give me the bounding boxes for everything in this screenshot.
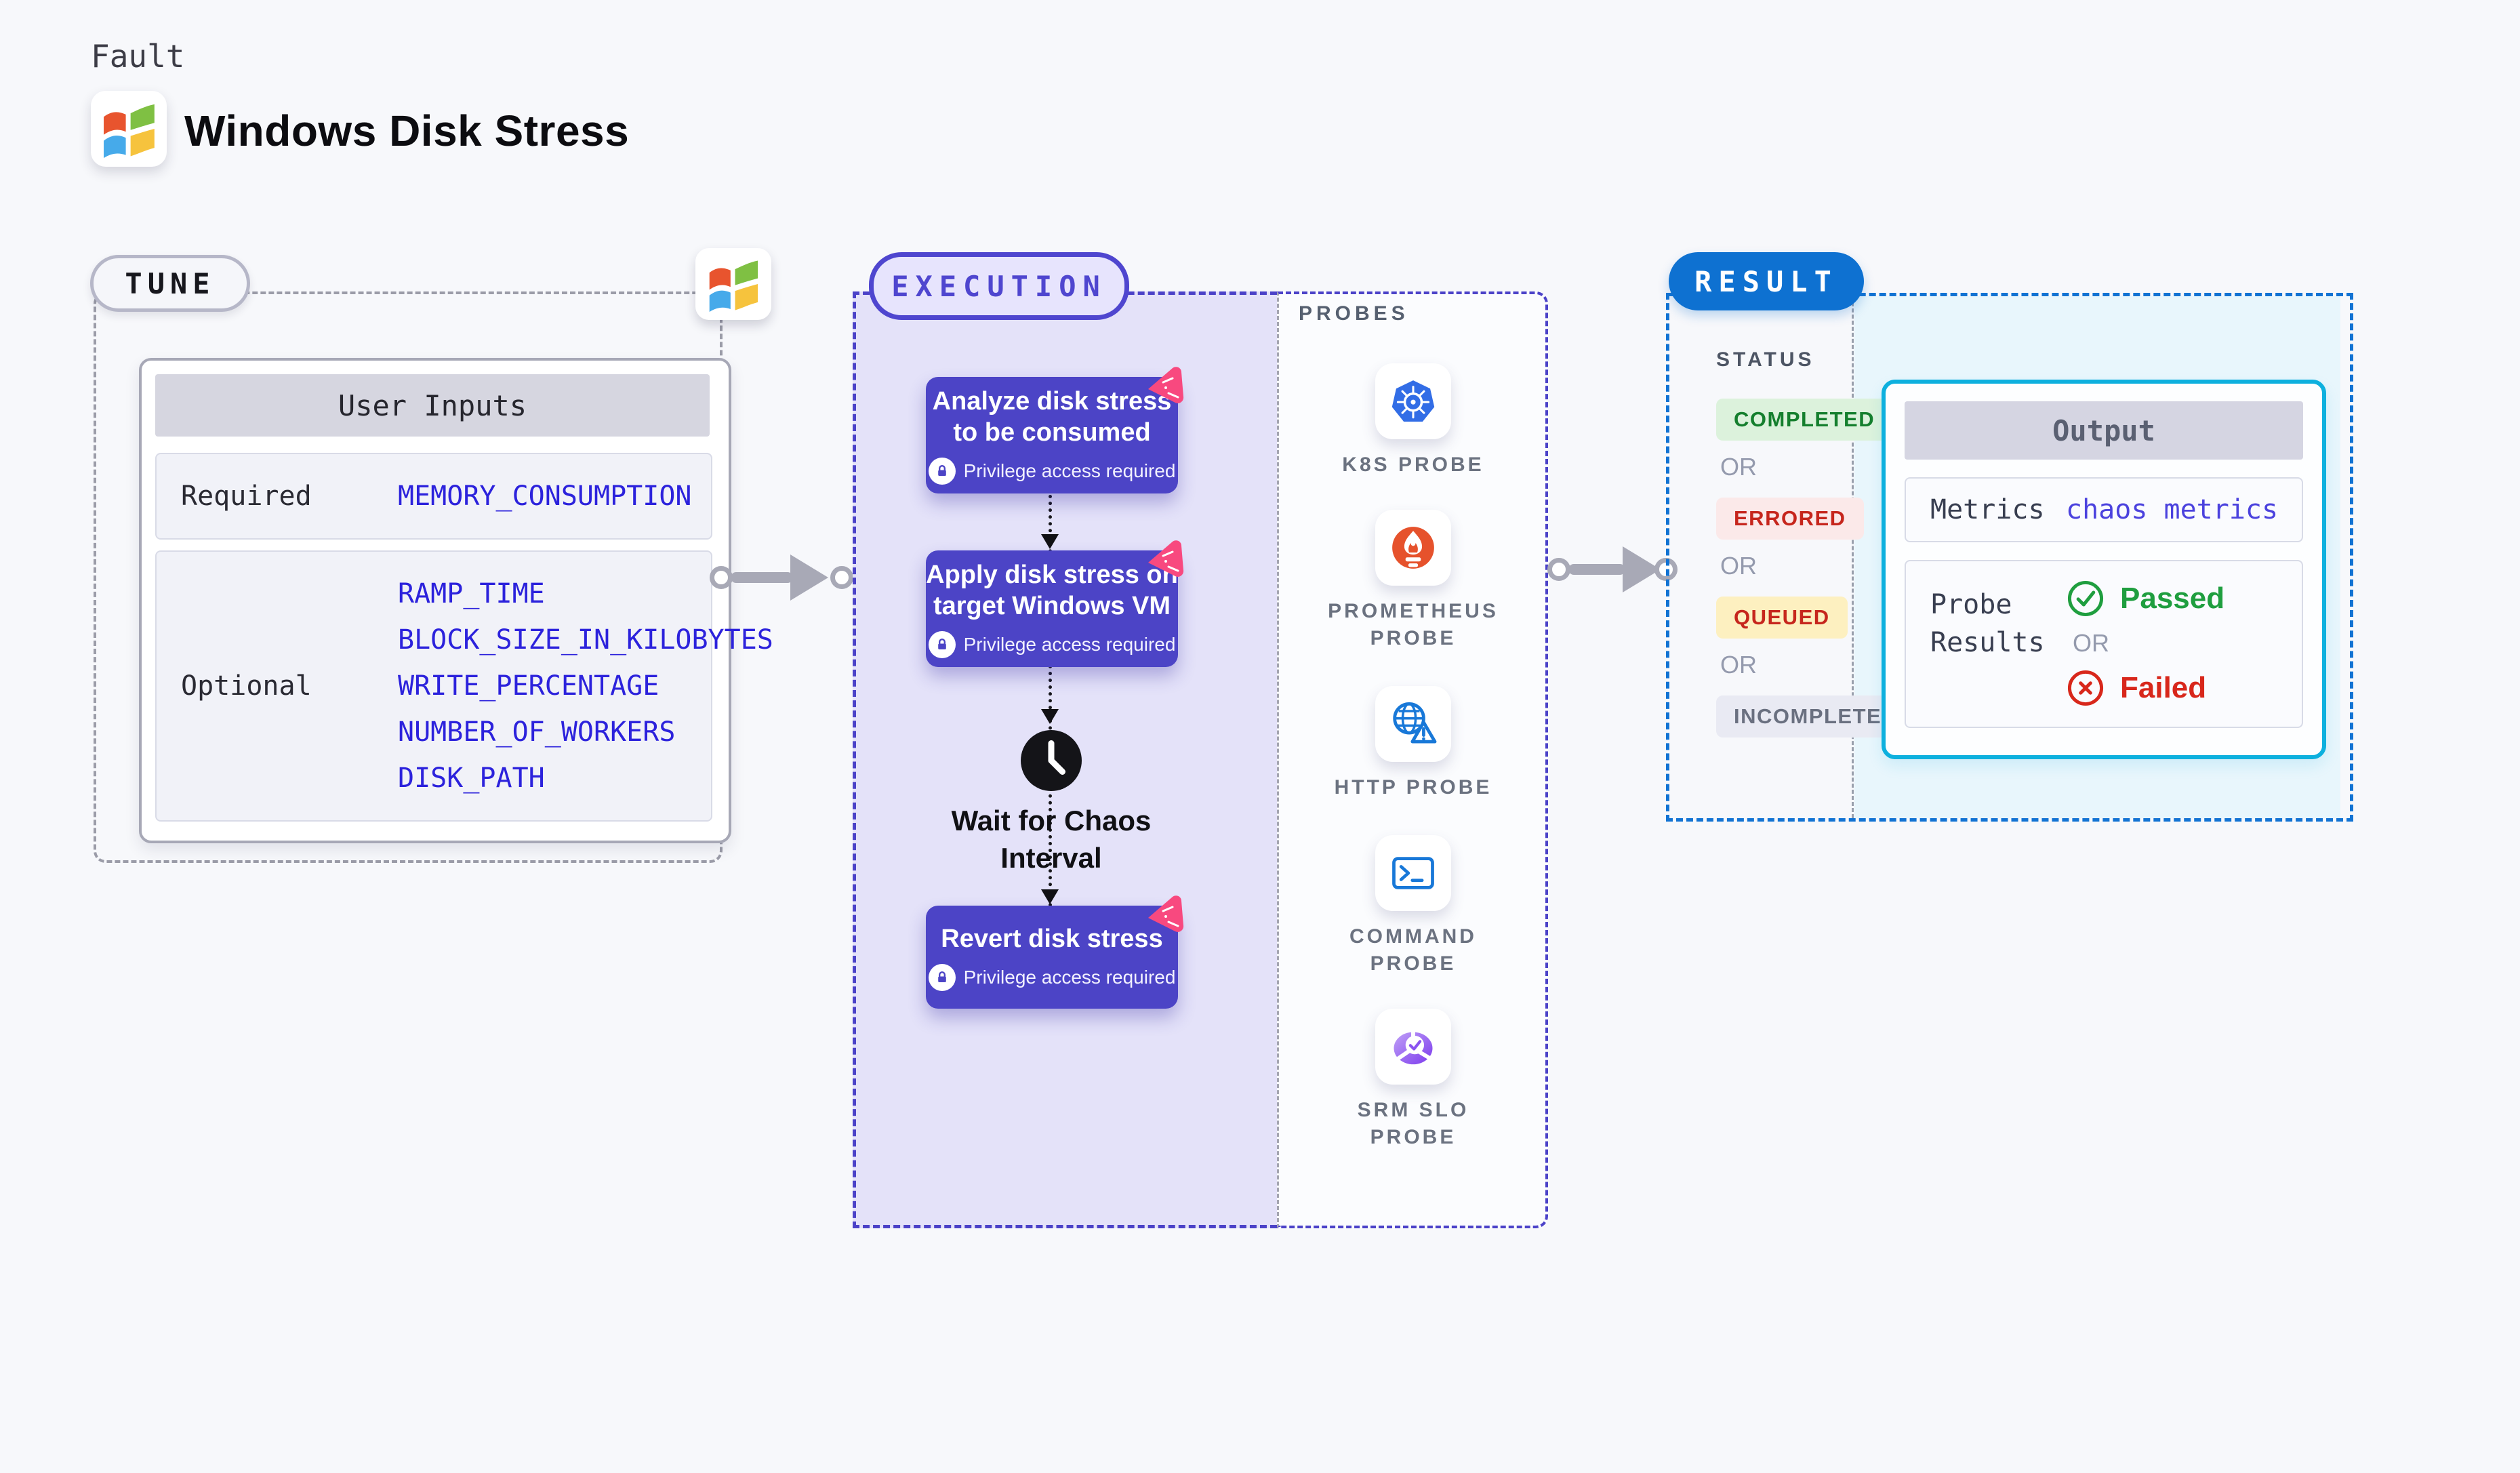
step-apply-disk-stress: Apply disk stress on target Windows VM P… bbox=[926, 540, 1184, 667]
status-title: STATUS bbox=[1716, 348, 1815, 371]
kubernetes-icon bbox=[1391, 380, 1435, 422]
arrow-line bbox=[1568, 564, 1625, 575]
failed-result: Failed bbox=[2066, 668, 2224, 708]
status-badge-queued: QUEUED bbox=[1716, 597, 1848, 639]
failed-label: Failed bbox=[2120, 671, 2207, 704]
optional-label: Optional bbox=[181, 670, 312, 702]
param-block-size[interactable]: BLOCK_SIZE_IN_KILOBYTES bbox=[398, 624, 773, 655]
passed-result: Passed bbox=[2066, 579, 2224, 618]
or-label: OR bbox=[1720, 453, 1757, 481]
passed-label: Passed bbox=[2120, 582, 2225, 615]
step-title: Analyze disk stress to be consumed bbox=[932, 386, 1172, 447]
flow-arrowhead bbox=[1041, 709, 1059, 724]
execution-section-pill: EXECUTION bbox=[869, 252, 1129, 320]
srm-slo-probe-label: SRM SLO PROBE bbox=[1357, 1099, 1469, 1148]
chaos-pin-icon bbox=[1148, 367, 1184, 403]
windows-logo-icon-small bbox=[695, 248, 771, 320]
arrow-start-circle bbox=[710, 566, 733, 589]
prometheus-probe-tile bbox=[1375, 510, 1451, 586]
chaos-metrics-link[interactable]: chaos metrics bbox=[2066, 494, 2279, 525]
execution-flow-line bbox=[1049, 488, 1052, 907]
fault-kind-label: Fault bbox=[91, 38, 185, 75]
x-circle-icon bbox=[2067, 670, 2104, 706]
result-section-pill: RESULT bbox=[1669, 252, 1864, 310]
command-probe-tile bbox=[1375, 835, 1451, 911]
wait-for-chaos-interval-label: Wait for Chaos Interval bbox=[951, 805, 1152, 874]
step-title: Revert disk stress bbox=[941, 924, 1163, 953]
optional-inputs-row: Optional RAMP_TIME BLOCK_SIZE_IN_KILOBYT… bbox=[155, 550, 773, 822]
or-label: OR bbox=[2073, 629, 2109, 657]
output-card: Output Metrics chaos metrics Probe Resul… bbox=[1882, 380, 2326, 759]
srm-slo-probe-tile bbox=[1375, 1009, 1451, 1085]
slo-pie-icon bbox=[1394, 1029, 1433, 1065]
required-inputs-row: Required MEMORY_CONSUMPTION bbox=[155, 453, 712, 540]
status-output-divider bbox=[1852, 296, 1854, 818]
privilege-badge-label: Privilege access required bbox=[963, 460, 1176, 482]
clock-icon bbox=[1021, 730, 1082, 791]
probes-title: PROBES bbox=[1299, 302, 1409, 325]
privilege-badge: Privilege access required bbox=[928, 631, 1176, 659]
privilege-badge-label: Privilege access required bbox=[963, 634, 1176, 655]
step-revert-disk-stress: Revert disk stress Privilege access requ… bbox=[926, 895, 1184, 1009]
param-number-of-workers[interactable]: NUMBER_OF_WORKERS bbox=[398, 717, 676, 748]
status-badge-completed: COMPLETED bbox=[1716, 399, 1893, 441]
flow-arrowhead bbox=[1041, 534, 1059, 549]
param-ramp-time[interactable]: RAMP_TIME bbox=[398, 578, 545, 609]
k8s-probe-tile bbox=[1375, 363, 1451, 439]
privilege-badge: Privilege access required bbox=[928, 458, 1176, 485]
prometheus-icon bbox=[1392, 527, 1434, 569]
user-inputs-header: User Inputs bbox=[155, 374, 710, 437]
arrow-line bbox=[731, 572, 793, 583]
metrics-label: Metrics bbox=[1930, 494, 2045, 525]
windows-flag-icon bbox=[104, 104, 155, 159]
check-circle-icon bbox=[2067, 580, 2104, 617]
prometheus-probe-label: PROMETHEUS PROBE bbox=[1328, 600, 1499, 649]
metrics-row: Metrics chaos metrics bbox=[1905, 477, 2303, 542]
arrow-end-circle bbox=[830, 566, 853, 589]
windows-logo-icon bbox=[91, 91, 167, 167]
http-globe-icon bbox=[1393, 702, 1437, 744]
terminal-icon bbox=[1392, 857, 1434, 889]
result-section-box bbox=[1666, 293, 2353, 822]
lock-icon bbox=[928, 631, 956, 659]
command-probe-label: COMMAND PROBE bbox=[1349, 925, 1477, 975]
required-label: Required bbox=[181, 481, 312, 512]
or-label: OR bbox=[1720, 651, 1757, 679]
arrow-head bbox=[1623, 546, 1661, 592]
output-header: Output bbox=[1905, 401, 2303, 460]
arrow-head bbox=[790, 554, 828, 601]
probe-results-label: Probe Results bbox=[1930, 589, 2045, 658]
param-write-percentage[interactable]: WRITE_PERCENTAGE bbox=[398, 670, 659, 702]
probe-results-row: Probe Results Passed OR Faile bbox=[1905, 560, 2303, 728]
page-title: Windows Disk Stress bbox=[184, 106, 630, 155]
flow-arrowhead bbox=[1041, 889, 1059, 904]
step-analyze-disk-stress: Analyze disk stress to be consumed Privi… bbox=[926, 367, 1184, 493]
windows-flag-icon bbox=[709, 260, 758, 312]
lock-icon bbox=[928, 458, 956, 485]
step-title: Apply disk stress on target Windows VM bbox=[926, 560, 1178, 620]
tune-section-pill: TUNE bbox=[90, 255, 250, 312]
param-disk-path[interactable]: DISK_PATH bbox=[398, 763, 545, 794]
chaos-pin-icon bbox=[1148, 895, 1184, 932]
status-badge-errored: ERRORED bbox=[1716, 498, 1864, 540]
or-label: OR bbox=[1720, 552, 1757, 580]
lock-icon bbox=[928, 964, 956, 992]
http-probe-label: HTTP PROBE bbox=[1334, 776, 1492, 799]
k8s-probe-label: K8S PROBE bbox=[1342, 453, 1484, 476]
arrow-start-circle bbox=[1547, 558, 1570, 581]
privilege-badge-label: Privilege access required bbox=[963, 967, 1176, 988]
chaos-pin-icon bbox=[1148, 540, 1184, 577]
privilege-badge: Privilege access required bbox=[928, 964, 1176, 992]
http-probe-tile bbox=[1375, 686, 1451, 762]
param-memory-consumption[interactable]: MEMORY_CONSUMPTION bbox=[398, 481, 692, 512]
